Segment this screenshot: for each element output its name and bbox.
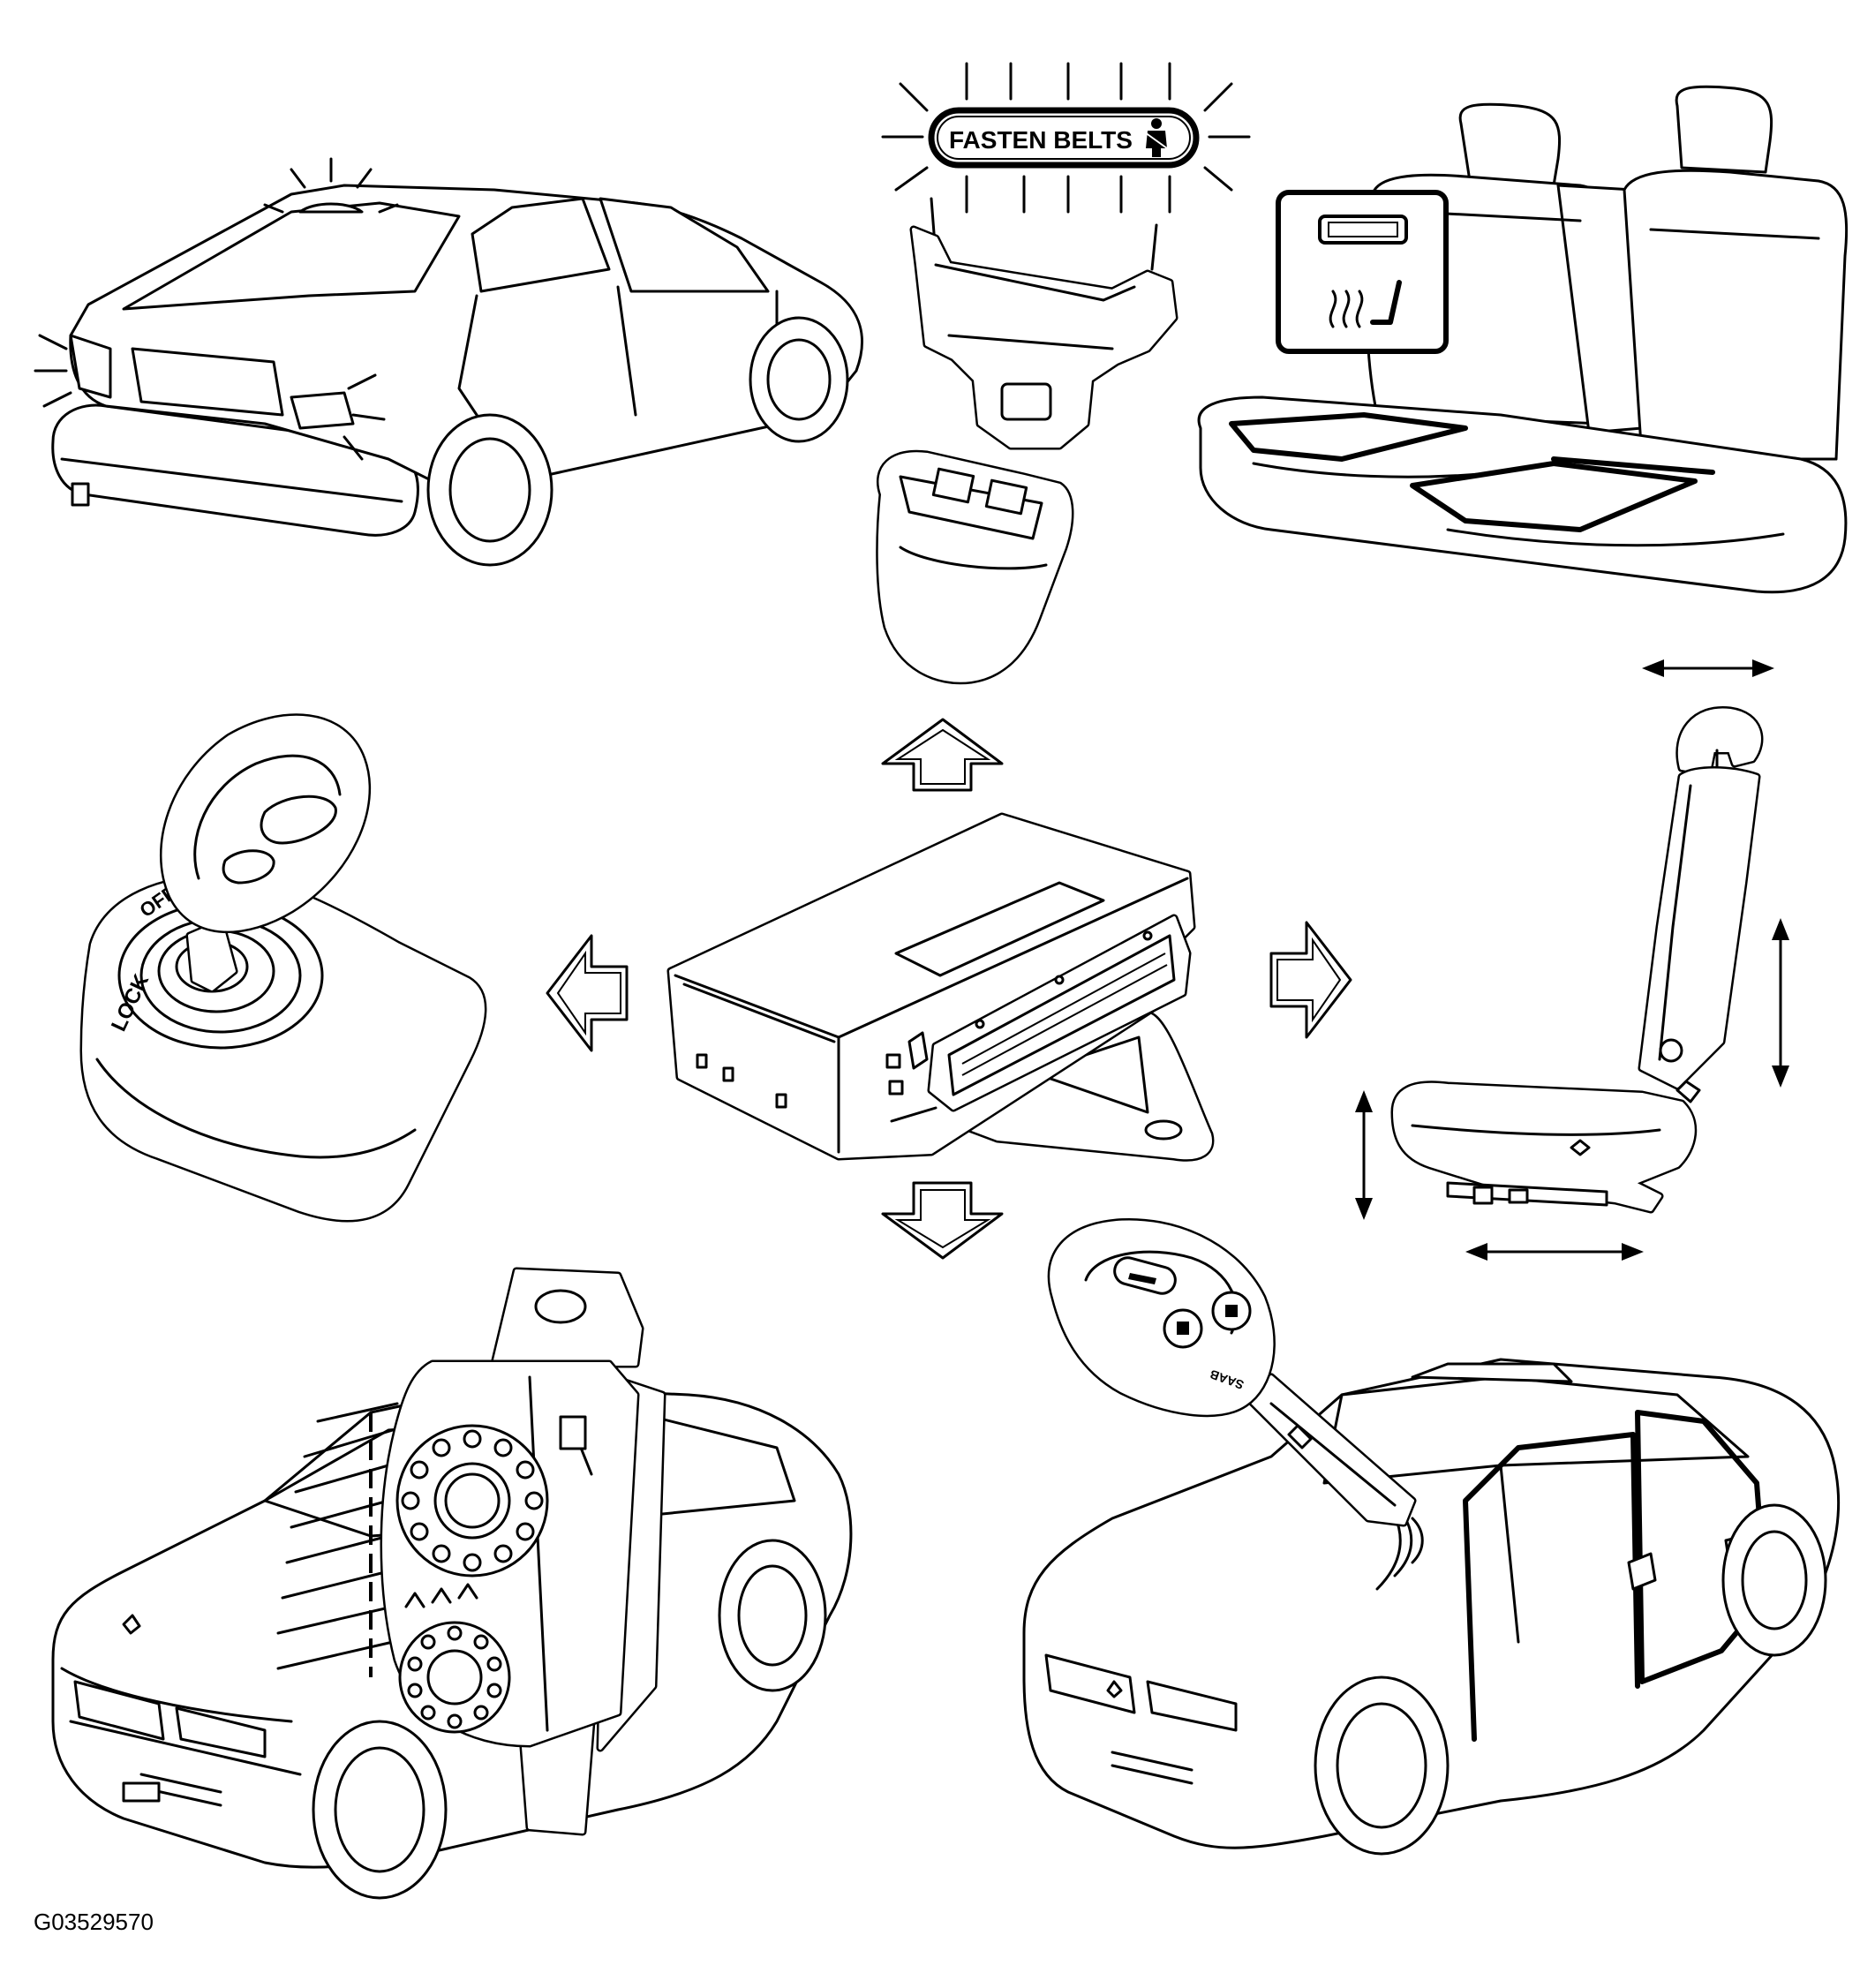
seat-heater-symbol-icon bbox=[1329, 280, 1402, 328]
seat-slide-arrow-icon bbox=[1465, 1243, 1644, 1261]
fasten-belts-text: FASTEN BELTS bbox=[949, 126, 1133, 154]
remote-key-icon: SAAB bbox=[1047, 1217, 1417, 1527]
belted-passenger-icon bbox=[1144, 118, 1168, 157]
figure-id-label: G03529570 bbox=[34, 1909, 154, 1935]
warning-lamp: FASTEN BELTS bbox=[881, 62, 1251, 214]
sedan-car-icon bbox=[1022, 1358, 1840, 1856]
seat-height-rear-arrow-icon bbox=[1772, 918, 1789, 1088]
arrow-up-icon bbox=[881, 718, 1004, 792]
control-module-icon bbox=[666, 812, 1215, 1162]
power-seat-icon bbox=[1355, 659, 1789, 1261]
instrument-cluster-icon bbox=[380, 1267, 666, 1836]
heated-seat-icon bbox=[1197, 85, 1849, 594]
ignition-switch-icon: LOCK OFF bbox=[79, 713, 487, 1223]
seat-belt-buckle-icon bbox=[876, 197, 1178, 685]
hatchback-car-icon bbox=[34, 157, 863, 567]
arrow-left-icon bbox=[546, 934, 629, 1052]
seat-height-front-arrow-icon bbox=[1355, 1090, 1373, 1220]
seat-recline-arrow-icon bbox=[1642, 659, 1774, 677]
arrow-down-icon bbox=[881, 1181, 1004, 1260]
arrow-right-icon bbox=[1269, 921, 1352, 1039]
